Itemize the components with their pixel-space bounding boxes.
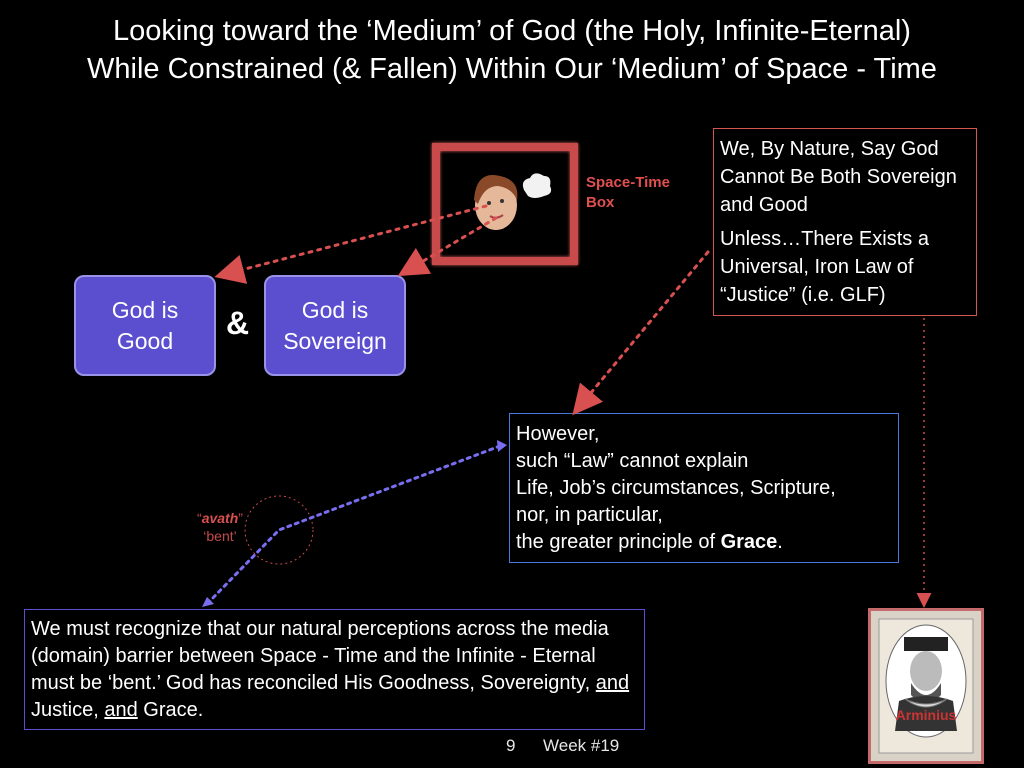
arrow-to-however xyxy=(572,250,710,416)
good-line2: Good xyxy=(116,327,174,354)
portrait-image-icon xyxy=(878,618,974,754)
bent-arrow-head-top xyxy=(497,440,507,452)
space-time-box xyxy=(432,143,578,265)
sovereign-line2: Sovereign xyxy=(283,327,387,354)
sovereign-line1: God is xyxy=(301,296,369,323)
slide-title-line2: While Constrained (& Fallen) Within Our … xyxy=(87,53,937,85)
however-box: However, such “Law” cannot explain Life,… xyxy=(509,413,899,563)
note-para1: We, By Nature, Say God Cannot Be Both So… xyxy=(720,138,957,216)
good-line1: God is xyxy=(111,296,179,323)
god-is-sovereign-box[interactable]: God is Sovereign xyxy=(264,275,406,376)
grace-word: Grace xyxy=(720,531,778,553)
conclusion-box: We must recognize that our natural perce… xyxy=(24,609,645,730)
note-para2: Unless…There Exists a Universal, Iron La… xyxy=(720,228,929,306)
slide-number: 9 xyxy=(506,736,516,755)
arminius-portrait: Arminius xyxy=(868,608,984,764)
avath-label: “avath” ‘bent’ xyxy=(197,510,243,544)
slide-title-line1: Looking toward the ‘Medium’ of God (the … xyxy=(113,15,911,47)
god-is-good-box[interactable]: God is Good xyxy=(74,275,216,376)
week-label: Week #19 xyxy=(543,736,620,755)
ampersand: & xyxy=(226,305,250,341)
sovereign-good-note: We, By Nature, Say God Cannot Be Both So… xyxy=(713,128,977,316)
bent-arrow-head-bottom xyxy=(202,597,214,607)
arminius-label: Arminius xyxy=(895,707,957,723)
